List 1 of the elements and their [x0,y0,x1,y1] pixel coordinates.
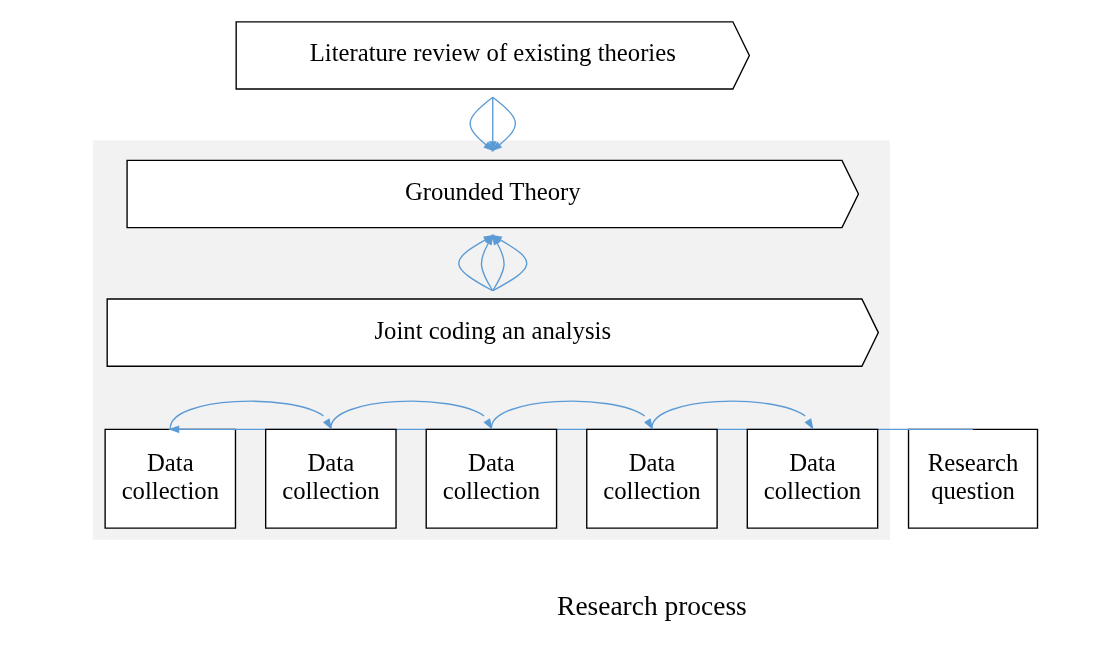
label: Research process [556,590,747,621]
